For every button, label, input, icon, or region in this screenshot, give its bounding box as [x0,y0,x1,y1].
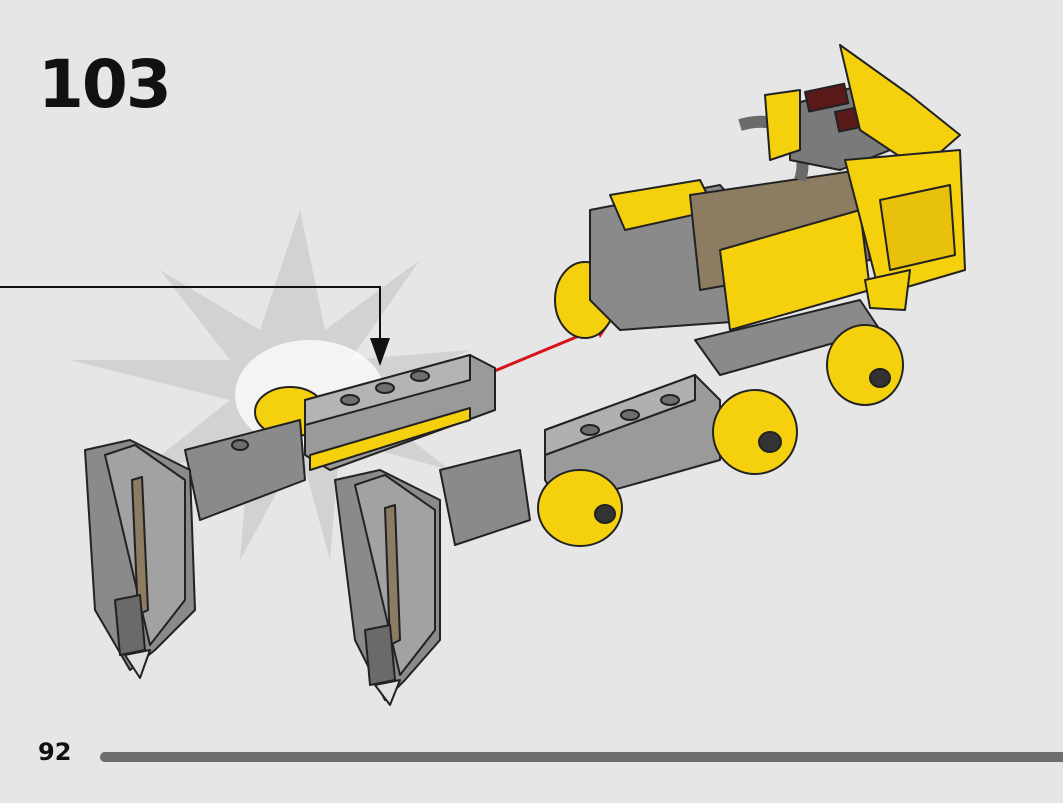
progress-bar-fill [100,752,1063,762]
progress-bar [100,752,1063,762]
callout-arrow [0,286,390,366]
page-number: 92 [38,738,72,766]
left-leg-assembly [84,354,496,679]
vehicle-body [334,44,966,706]
step-number: 103 [38,46,172,123]
